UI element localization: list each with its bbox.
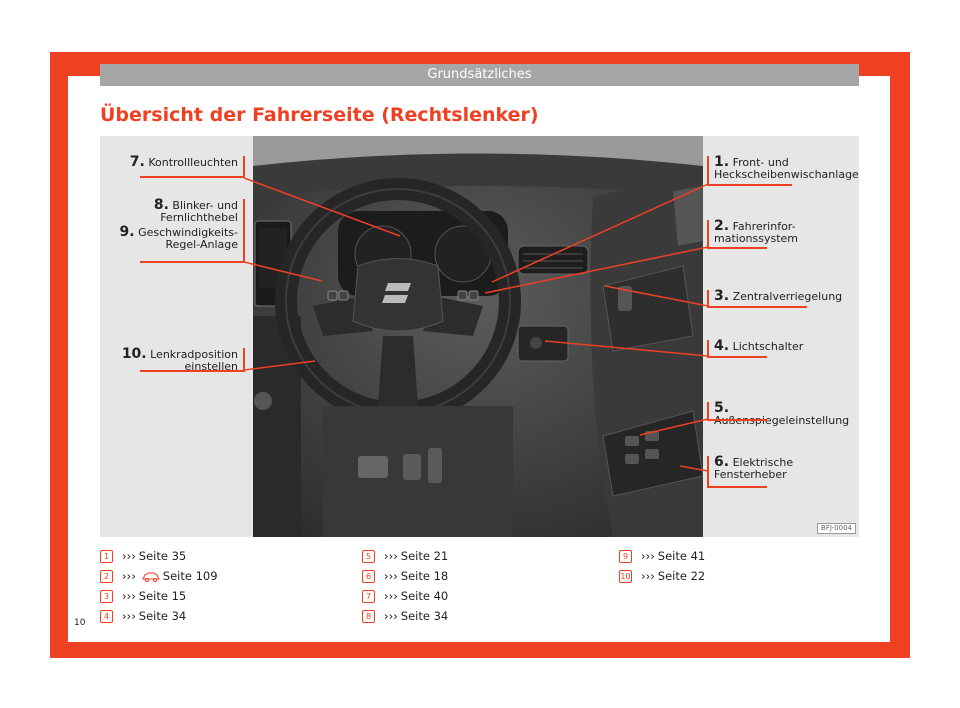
callout-8-9-bar — [243, 199, 245, 263]
callout-2-underline — [707, 247, 767, 249]
callout-3-underline — [707, 306, 807, 308]
callout-3-bar — [707, 290, 709, 308]
reference-badge: 2 — [100, 569, 113, 583]
cockpit-illustration — [253, 136, 703, 537]
callout-1: 1. Front- und Heckscheibenwischanlage — [714, 154, 859, 181]
references-column-3: 9 ››› Seite 41 10 ››› Seite 22 — [619, 546, 705, 586]
reference-5[interactable]: 5 ››› Seite 21 — [362, 546, 448, 566]
callout-5: 5. Außenspiegeleinstellung — [714, 400, 850, 427]
reference-1[interactable]: 1 ››› Seite 35 — [100, 546, 218, 566]
callout-leaders — [243, 177, 709, 472]
reference-3[interactable]: 3 ››› Seite 15 — [100, 586, 218, 606]
reference-badge: 9 — [619, 549, 632, 563]
callout-9-underline — [140, 261, 245, 263]
page-number: 10 — [74, 618, 86, 628]
references-column-1: 1 ››› Seite 35 2 ››› Seite 109 3 ››› Sei… — [100, 546, 218, 626]
callout-9: 9. Geschwindigkeits- Regel-Anlage — [119, 224, 238, 251]
page-title: Übersicht der Fahrerseite (Rechtslenker) — [100, 104, 539, 126]
reference-10[interactable]: 10 ››› Seite 22 — [619, 569, 706, 583]
callout-10-underline — [140, 370, 245, 372]
reference-8[interactable]: 8 ››› Seite 34 — [362, 606, 448, 626]
reference-6[interactable]: 6 ››› Seite 18 — [362, 566, 448, 586]
callout-7-underline — [140, 176, 245, 178]
reference-7[interactable]: 7 ››› Seite 40 — [362, 586, 448, 606]
reference-badge: 6 — [362, 569, 375, 583]
reference-badge: 10 — [619, 569, 632, 583]
dashboard-figure: 7. Kontrollleuchten 8. Blinker- und Fern… — [100, 136, 859, 537]
callout-5-underline — [707, 419, 767, 421]
car-service-icon — [141, 571, 160, 582]
callout-4: 4. Lichtschalter — [714, 338, 804, 354]
callout-10-bar — [243, 348, 245, 372]
callout-2: 2. Fahrerinfor- mationssystem — [714, 218, 799, 245]
callout-2-bar — [707, 220, 709, 249]
callout-6-bar — [707, 456, 709, 488]
reference-badge: 7 — [362, 589, 375, 603]
callout-6: 6. Elektrische Fensterheber — [714, 454, 794, 481]
callout-1-bar — [707, 156, 709, 186]
reference-badge: 3 — [100, 589, 113, 603]
callout-1-underline — [707, 184, 792, 186]
callout-10: 10. Lenkradposition einstellen — [121, 346, 238, 373]
reference-badge: 5 — [362, 549, 375, 563]
reference-badge: 4 — [100, 609, 113, 623]
reference-badge: 8 — [362, 609, 375, 623]
reference-badge: 1 — [100, 549, 113, 563]
callout-6-underline — [707, 486, 767, 488]
reference-9[interactable]: 9 ››› Seite 41 — [619, 546, 705, 566]
cockpit-photo — [253, 136, 703, 537]
reference-2[interactable]: 2 ››› Seite 109 — [100, 566, 218, 586]
callout-8: 8. Blinker- und Fernlichthebel — [153, 197, 238, 224]
callout-7-bar — [243, 156, 245, 178]
callout-4-underline — [707, 356, 767, 358]
callout-3: 3. Zentralverriegelung — [714, 288, 843, 304]
section-header: Grundsätzliches — [100, 64, 859, 86]
callout-4-bar — [707, 340, 709, 358]
callout-5-bar — [707, 402, 709, 421]
section-header-text: Grundsätzliches — [427, 67, 532, 82]
reference-4[interactable]: 4 ››› Seite 34 — [100, 606, 218, 626]
references-column-2: 5 ››› Seite 21 6 ››› Seite 18 7 ››› Seit… — [362, 546, 448, 626]
figure-code: BFJ-0004 — [817, 523, 856, 534]
callout-7: 7. Kontrollleuchten — [129, 154, 238, 170]
